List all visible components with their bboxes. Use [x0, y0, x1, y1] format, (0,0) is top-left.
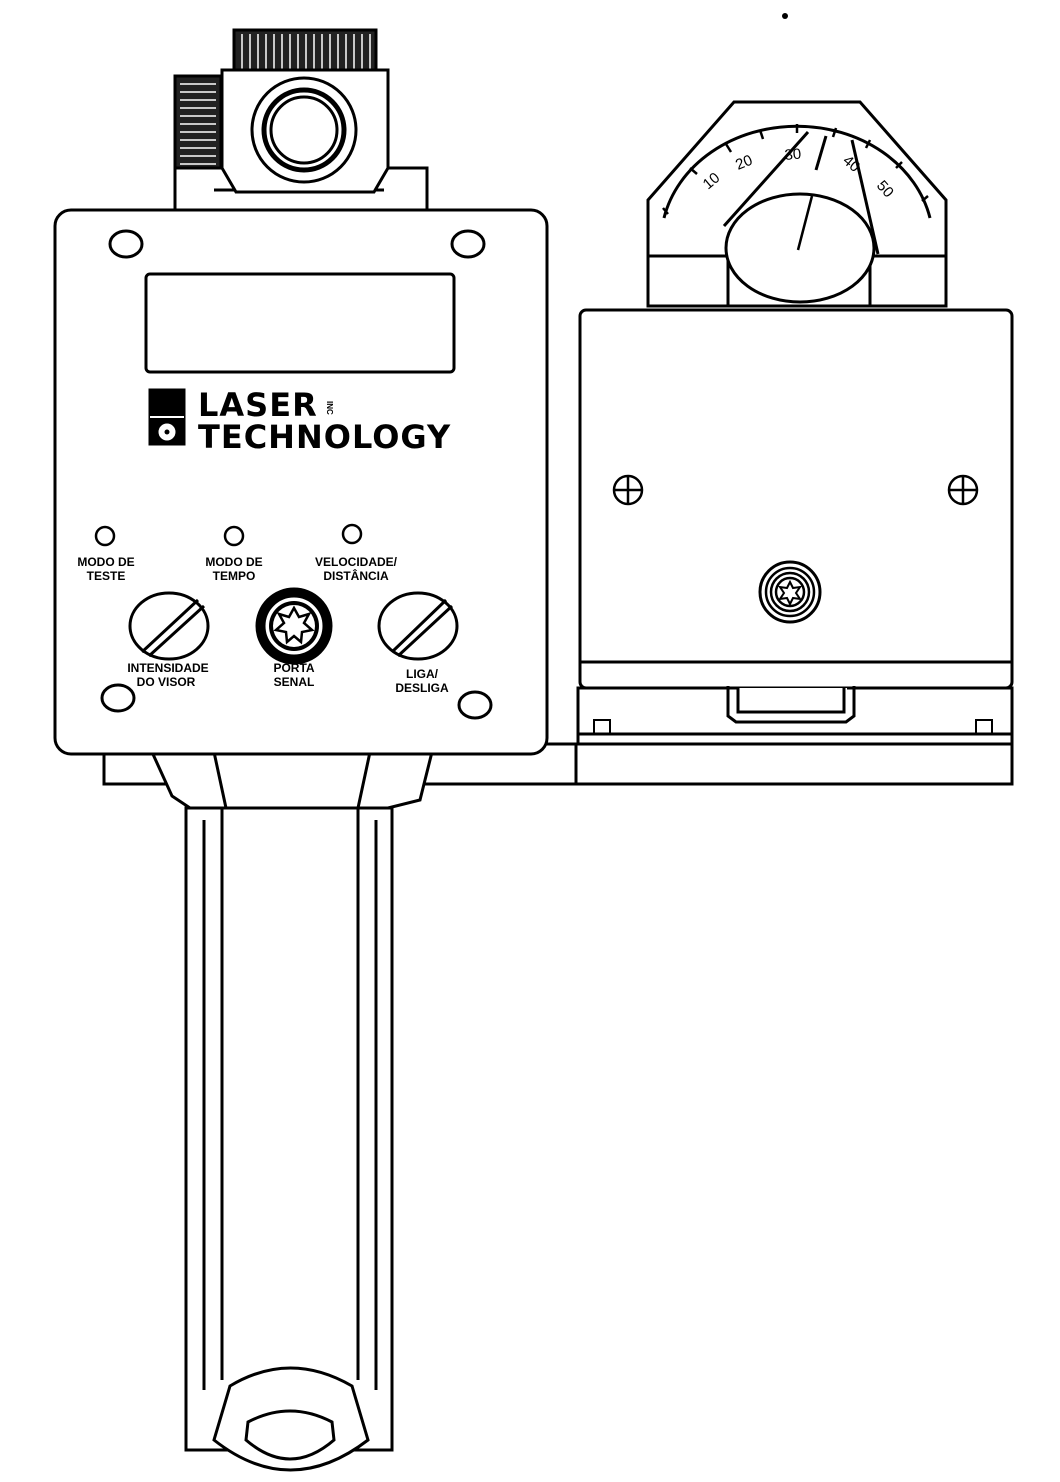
control-label: PORTA [273, 661, 314, 675]
corner-hole [457, 690, 493, 720]
control-label: SENAL [274, 675, 315, 689]
led-indicator [223, 525, 245, 547]
logo-superscript: INC [325, 401, 334, 415]
corner-hole [450, 229, 486, 259]
dial-needle [796, 195, 814, 251]
control-label: DESLIGA [395, 681, 449, 695]
star-fastener [758, 560, 822, 624]
connector-star [273, 605, 315, 645]
inclinometer: 10 20 30 40 50 [646, 100, 948, 308]
eyepiece-outer [250, 76, 358, 184]
logo: LASER INC TECHNOLOGY [148, 386, 451, 456]
stray-dot [782, 13, 788, 19]
led-label: MODO DE [77, 555, 134, 569]
eyepiece-mid [261, 87, 347, 173]
bracket-slot [975, 719, 993, 735]
mounting-block [576, 308, 1014, 746]
mount-body [578, 308, 1014, 690]
power-switch-knob[interactable] [377, 591, 459, 661]
crosshair-screw [947, 474, 979, 506]
corner-hole [108, 229, 144, 259]
display-window [144, 272, 456, 374]
dial-knob [724, 192, 876, 304]
led-label: TEMPO [213, 569, 256, 583]
logo-line1: LASER [198, 386, 318, 424]
index-mark [814, 135, 828, 171]
handle [149, 750, 434, 1472]
handle-collar [149, 750, 434, 810]
eyepiece-inner [269, 95, 339, 165]
scale-number: 30 [784, 146, 802, 164]
led-label: MODO DE [205, 555, 262, 569]
sight-scope [173, 28, 429, 214]
signal-port-connector[interactable] [255, 587, 333, 665]
control-label: DO VISOR [137, 675, 196, 689]
control-panel: LASER INC TECHNOLOGY MODO DE TESTE MODO … [53, 208, 549, 756]
scale-number: 20 [733, 152, 755, 174]
pointer-arm [722, 131, 810, 227]
led-indicator [94, 525, 116, 547]
bracket-slot [593, 719, 611, 735]
control-label: INTENSIDADE [127, 661, 208, 675]
crosshair-screw [612, 474, 644, 506]
logo-line2: TECHNOLOGY [198, 418, 451, 456]
corner-hole [100, 683, 136, 713]
handle-shaft [184, 806, 394, 1452]
scale-ticks [662, 124, 929, 215]
led-label: DISTÂNCIA [323, 568, 389, 583]
control-label: LIGA/ [406, 667, 439, 681]
led-indicator [341, 523, 363, 545]
display-intensity-knob[interactable] [128, 591, 210, 661]
led-label: TESTE [87, 569, 126, 583]
handle-cap [212, 1366, 370, 1472]
led-label: VELOCIDADE/ [315, 555, 398, 569]
